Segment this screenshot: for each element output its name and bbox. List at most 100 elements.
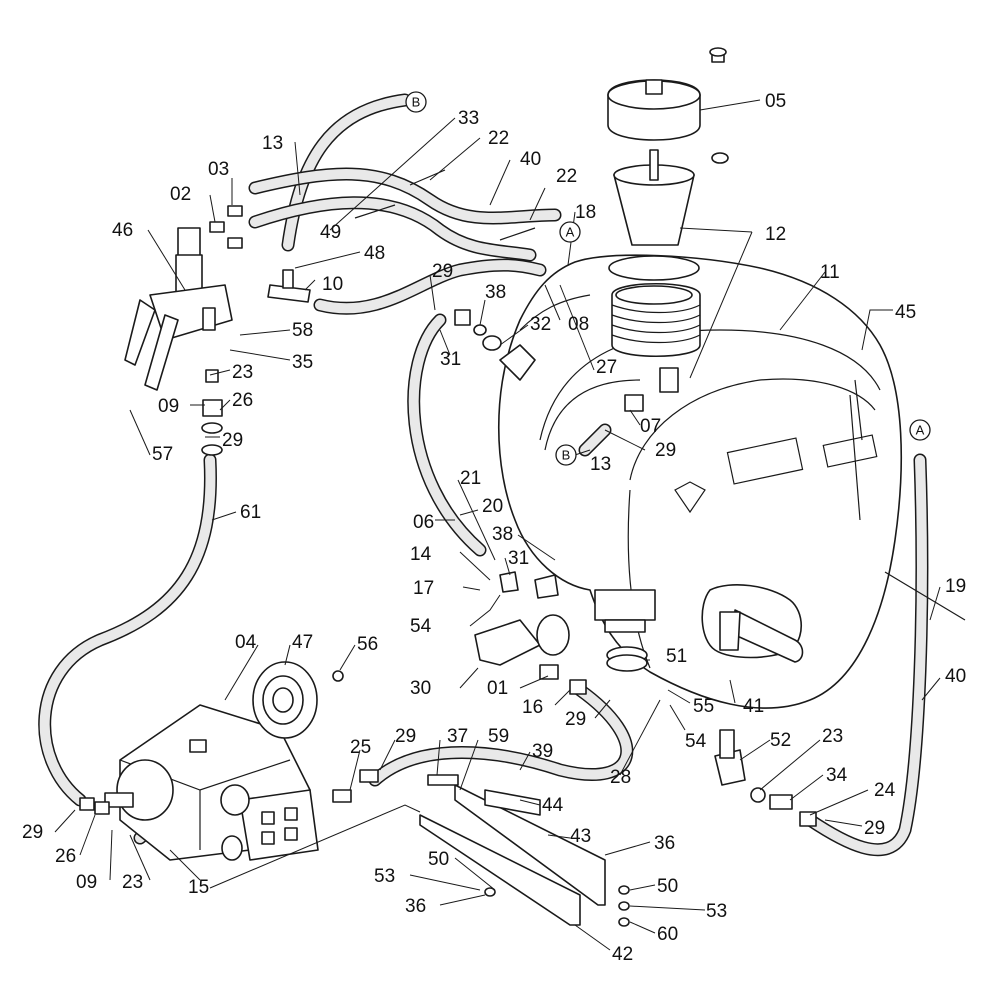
connector-b-top [405,91,427,113]
part-label-04: 04 [235,632,257,653]
connector-a-top-label: A [566,225,575,240]
part-label-35: 35 [292,352,313,373]
part-label-41: 41 [743,696,764,717]
tank [498,254,903,709]
part-label-29-d: 29 [565,709,586,730]
part-label-33: 33 [458,108,479,129]
tank-cap [607,47,729,164]
part-label-45: 45 [895,302,916,323]
connector-b-top-label: B [412,95,421,110]
part-label-39: 39 [532,741,553,762]
part-label-49: 49 [320,222,341,243]
part-label-60: 60 [657,924,678,945]
part-label-21: 21 [460,468,481,489]
part-label-13-tank: 13 [590,454,611,475]
part-label-16: 16 [522,697,543,718]
part-label-14: 14 [410,544,432,565]
control-valve [124,205,311,456]
misc-fittings [354,169,966,927]
connector-a-right [909,419,931,441]
part-label-50-a: 50 [428,849,449,870]
part-label-13-top: 13 [262,133,283,154]
part-label-36-b: 36 [405,896,426,917]
part-label-29-c: 29 [655,440,676,461]
part-label-05: 05 [765,91,786,112]
part-label-22-b: 22 [556,166,577,187]
part-label-59: 59 [488,726,509,747]
part-label-29-g: 29 [22,822,43,843]
part-label-02: 02 [170,184,191,205]
leader-lines [54,99,941,951]
part-label-03: 03 [208,159,229,180]
part-label-01: 01 [487,678,508,699]
part-label-32: 32 [530,314,551,335]
part-label-29-b: 29 [222,430,243,451]
part-label-18: 18 [575,202,596,223]
hoses [38,93,929,857]
part-label-29-f: 29 [864,818,885,839]
part-label-46: 46 [112,220,133,241]
part-label-40-top: 40 [520,149,541,170]
part-label-10: 10 [322,274,343,295]
part-label-17: 17 [413,578,434,599]
part-label-11: 11 [820,262,840,283]
connector-markers: B A B A [405,91,931,466]
part-label-15: 15 [188,877,209,898]
pump [79,661,379,861]
part-label-31-a: 31 [440,349,461,370]
part-label-36-a: 36 [654,833,675,854]
part-label-57: 57 [152,444,173,465]
part-label-31-b: 31 [508,548,529,569]
part-label-51: 51 [666,646,687,667]
part-label-53-b: 53 [706,901,727,922]
part-label-53-a: 53 [374,866,395,887]
part-label-09-a: 09 [158,396,179,417]
part-label-40-right: 40 [945,666,966,687]
part-label-34: 34 [826,765,848,786]
part-label-38-b: 38 [492,524,513,545]
part-label-47: 47 [292,632,313,653]
part-label-48: 48 [364,243,385,264]
part-label-58: 58 [292,320,313,341]
part-label-56: 56 [357,634,378,655]
part-label-19: 19 [945,576,966,597]
part-label-26-a: 26 [232,390,253,411]
part-label-28: 28 [610,767,631,788]
connector-b-tank-label: B [562,448,571,463]
part-label-54-a: 54 [410,616,432,637]
part-labels: 05 12 11 45 13 33 22 40 22 18 03 02 46 4… [22,91,966,965]
part-label-29-e: 29 [395,726,416,747]
part-label-54-b: 54 [685,731,707,752]
part-label-23-c: 23 [122,872,143,893]
part-label-38-a: 38 [485,282,506,303]
part-label-24: 24 [874,780,896,801]
part-label-26-b: 26 [55,846,76,867]
part-label-25: 25 [350,737,371,758]
part-label-52: 52 [770,730,791,751]
part-label-37: 37 [447,726,468,747]
part-label-30: 30 [410,678,431,699]
part-label-22-a: 22 [488,128,509,149]
part-label-23-a: 23 [232,362,253,383]
part-label-55: 55 [693,696,714,717]
part-label-09-b: 09 [76,872,97,893]
basket-filter [608,149,700,305]
connector-a-top [559,221,581,243]
connector-a-right-label: A [916,423,925,438]
part-label-12: 12 [765,224,786,245]
part-label-20: 20 [482,496,503,517]
connector-b-tank [555,444,577,466]
part-label-23-b: 23 [822,726,843,747]
part-label-27: 27 [596,357,617,378]
part-label-06: 06 [413,512,434,533]
part-label-50-b: 50 [657,876,678,897]
part-label-43: 43 [570,826,591,847]
part-label-42: 42 [612,944,633,965]
part-label-44: 44 [542,795,564,816]
part-label-07: 07 [640,416,661,437]
part-label-61: 61 [240,502,261,523]
part-label-29-a: 29 [432,261,453,282]
part-label-08: 08 [568,314,589,335]
